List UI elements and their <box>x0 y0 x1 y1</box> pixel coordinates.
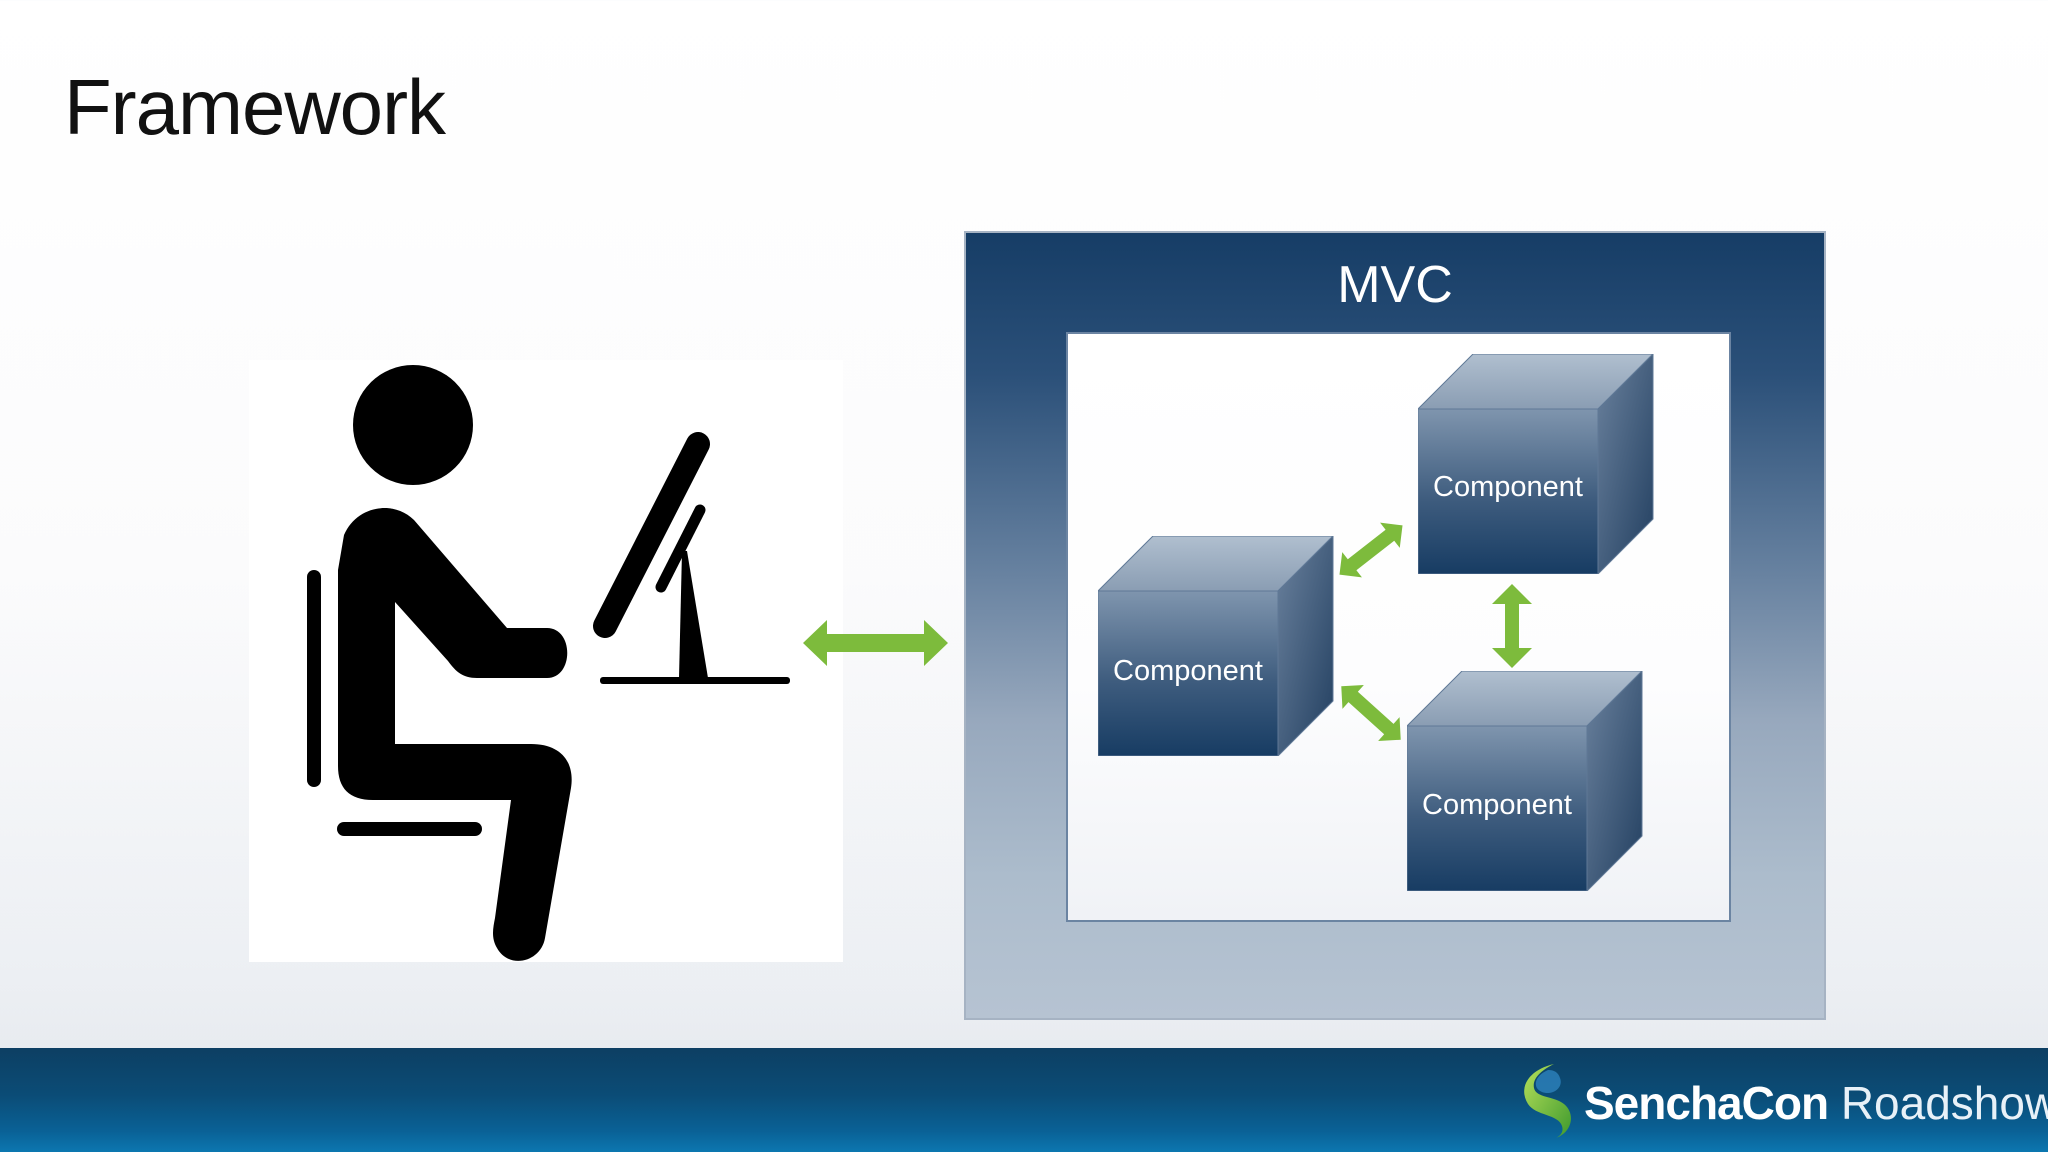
slide-title: Framework <box>64 63 446 151</box>
component-box-bottom-right: Component <box>1407 671 1647 891</box>
double-arrow-icon <box>1336 678 1406 748</box>
component-label: Component <box>1113 655 1263 687</box>
brand-name: SenchaCon <box>1584 1077 1829 1129</box>
brand-event: Roadshow <box>1840 1077 2048 1129</box>
brand-wordmark: SenchaCon Roadshow <box>1584 1076 2048 1130</box>
double-arrow-icon <box>1490 584 1534 668</box>
person-at-computer-icon <box>249 360 843 962</box>
mvc-container: MVC <box>964 231 1826 1020</box>
double-arrow-icon <box>1336 520 1406 580</box>
component-box-top-right: Component <box>1418 354 1658 574</box>
component-box-left: Component <box>1098 536 1338 756</box>
component-label: Component <box>1433 471 1583 503</box>
mvc-label: MVC <box>1337 256 1453 314</box>
sencha-logo-icon <box>1514 1062 1574 1138</box>
mvc-inner-panel: Component Component Component <box>1066 332 1731 922</box>
double-arrow-icon <box>803 618 948 668</box>
footer-bar <box>0 1048 2048 1152</box>
component-label: Component <box>1422 789 1572 821</box>
